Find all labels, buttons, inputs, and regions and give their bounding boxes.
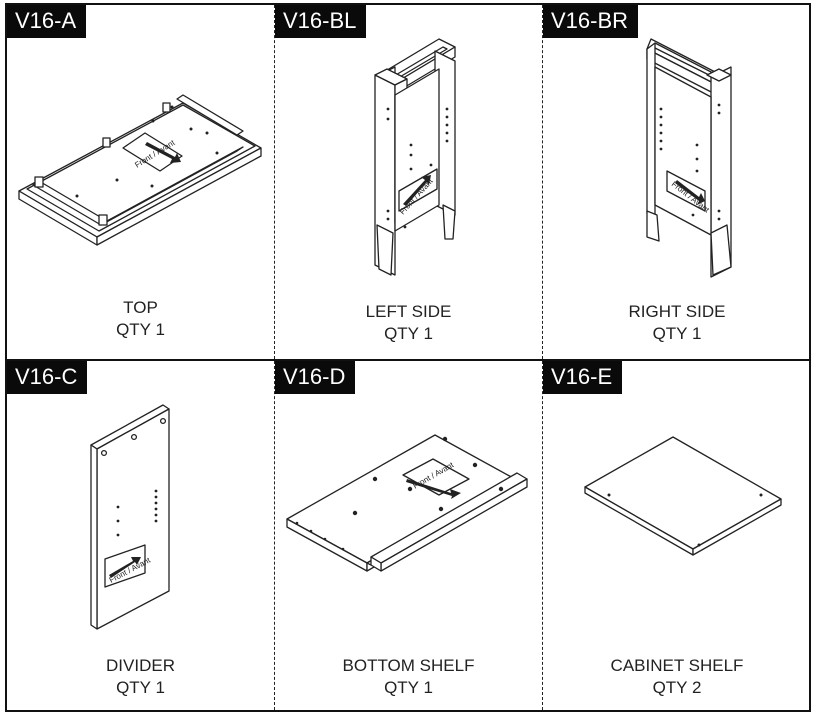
part-cell-right-side: V16-BR Front / Avant RIGHT SIDE QTY 1 (543, 5, 811, 359)
part-caption: TOP QTY 1 (7, 297, 274, 341)
part-name: TOP (123, 298, 158, 317)
part-code: V16-BR (543, 5, 639, 38)
part-code: V16-A (7, 5, 87, 38)
top-panel-drawing: Front / Avant (18, 94, 262, 246)
part-cell-divider: V16-C Front / Avant DIVIDER QTY 1 (7, 361, 274, 712)
part-name: DIVIDER (106, 656, 175, 675)
left-side-drawing: Front / Avant (374, 38, 456, 276)
part-qty: QTY 1 (116, 678, 165, 697)
part-name: LEFT SIDE (365, 302, 452, 321)
part-caption: DIVIDER QTY 1 (7, 655, 274, 699)
cabinet-shelf-drawing (584, 436, 782, 556)
part-code: V16-D (275, 361, 356, 394)
column-divider (274, 5, 275, 710)
part-qty: QTY 1 (384, 678, 433, 697)
parts-grid: V16-A Front / Avant TOP QTY 1 (5, 3, 811, 712)
part-qty: QTY 1 (652, 324, 702, 343)
part-caption: RIGHT SIDE QTY 1 (543, 301, 811, 345)
part-qty: QTY 1 (116, 320, 165, 339)
row-divider (7, 359, 809, 361)
part-cell-top: V16-A Front / Avant TOP QTY 1 (7, 5, 274, 359)
divider-drawing: Front / Avant (90, 404, 170, 630)
part-code: V16-C (7, 361, 88, 394)
part-code: V16-BL (275, 5, 367, 38)
part-name: CABINET SHELF (610, 656, 744, 675)
part-cell-cabinet-shelf: V16-E CABINET SHELF QTY 2 (543, 361, 811, 712)
part-code: V16-E (543, 361, 623, 394)
bottom-shelf-drawing: Front / Avant (286, 434, 528, 572)
right-side-drawing: Front / Avant (646, 38, 732, 278)
part-qty: QTY 2 (652, 678, 702, 697)
part-caption: LEFT SIDE QTY 1 (275, 301, 542, 345)
part-name: BOTTOM SHELF (342, 656, 475, 675)
part-cell-bottom-shelf: V16-D Front / Avant BOTTOM SHELF QTY 1 (275, 361, 542, 712)
part-cell-left-side: V16-BL Front / Avant LEFT SIDE (275, 5, 542, 359)
column-divider (542, 5, 543, 710)
part-caption: BOTTOM SHELF QTY 1 (275, 655, 542, 699)
part-name: RIGHT SIDE (628, 302, 726, 321)
part-caption: CABINET SHELF QTY 2 (543, 655, 811, 699)
part-qty: QTY 1 (384, 324, 433, 343)
